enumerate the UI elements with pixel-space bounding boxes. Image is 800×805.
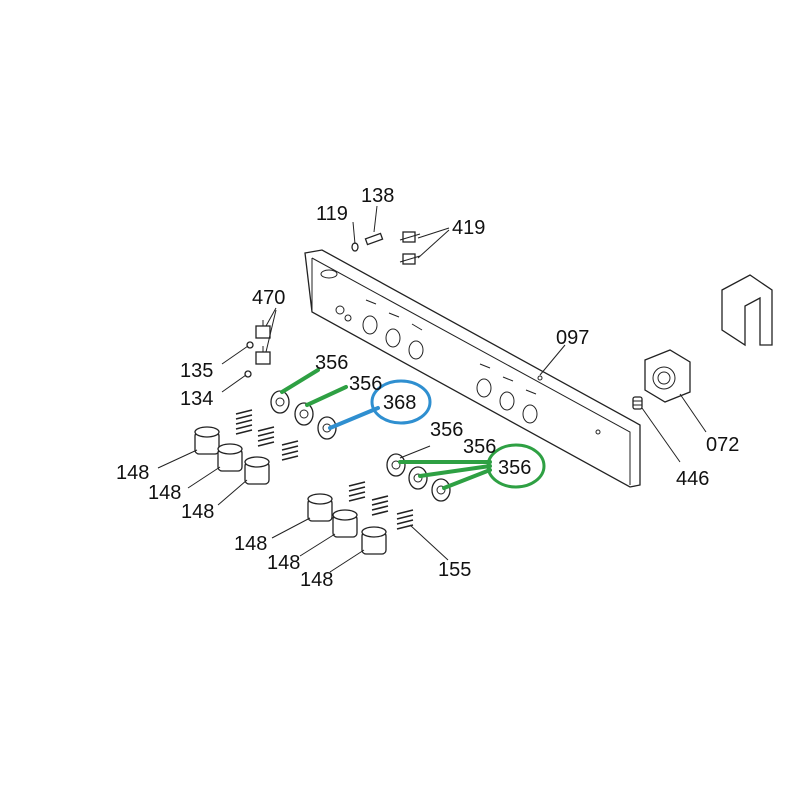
label-148-f: 148	[300, 569, 333, 591]
label-119: 119	[316, 203, 348, 225]
highlight-ring-356	[486, 443, 546, 489]
label-446: 446	[676, 468, 709, 490]
part-labels: 119 138 419 470 135 134 356 356 368 097 …	[116, 185, 739, 591]
label-470: 470	[252, 287, 285, 309]
label-155: 155	[438, 559, 471, 581]
label-356-lower-c: 356	[498, 457, 531, 479]
nut-135	[246, 341, 254, 349]
label-148-b: 148	[148, 482, 181, 504]
label-135: 135	[180, 360, 213, 382]
label-356-upper-b: 356	[349, 373, 382, 395]
label-356-lower-b: 356	[463, 436, 496, 458]
nut-134	[244, 370, 252, 378]
knob-446	[632, 396, 643, 410]
lamp-holders-470	[255, 320, 271, 365]
springs-155	[235, 409, 414, 530]
knobs-148	[194, 426, 387, 555]
leader-lines	[157, 205, 707, 573]
highlight-ring-368	[370, 379, 432, 425]
screw-119	[351, 242, 359, 252]
knob-bases	[270, 390, 451, 502]
label-148-a: 148	[116, 462, 149, 484]
label-419: 419	[452, 217, 485, 239]
label-356-lower-a: 356	[430, 419, 463, 441]
label-138: 138	[361, 185, 394, 207]
switches-419	[399, 231, 421, 265]
label-356-upper-a: 356	[315, 352, 348, 374]
highlight-markers	[280, 368, 546, 490]
label-148-c: 148	[181, 501, 214, 523]
bracket-part	[721, 274, 773, 347]
timer-072	[644, 349, 691, 403]
label-368: 368	[383, 392, 416, 414]
control-panel-097	[304, 249, 641, 488]
label-072: 072	[706, 434, 739, 456]
pin-138	[364, 232, 384, 246]
label-134: 134	[180, 388, 213, 410]
label-148-d: 148	[234, 533, 267, 555]
label-148-e: 148	[267, 552, 300, 574]
label-097: 097	[556, 327, 589, 349]
